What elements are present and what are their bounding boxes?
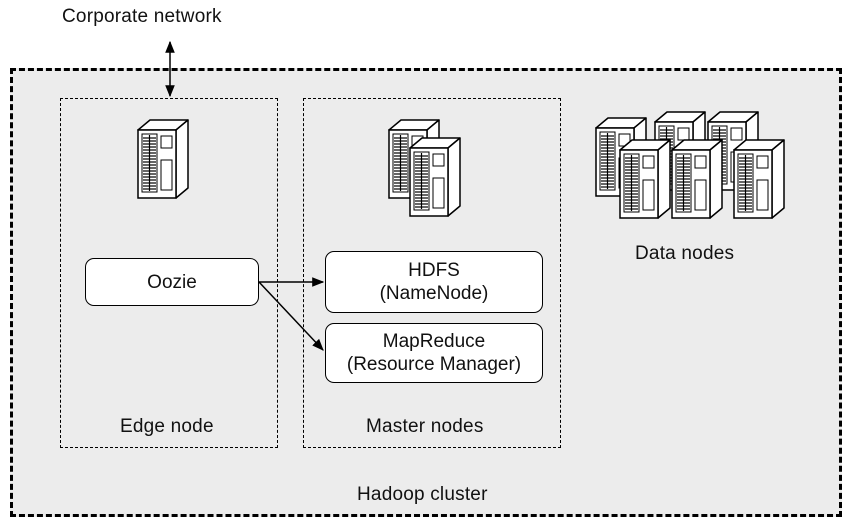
master-nodes-label: Master nodes [366, 416, 484, 437]
namenode-label: (NameNode) [379, 283, 489, 304]
data-node-server-icon [733, 139, 785, 219]
oozie-to-mapreduce-arrow [258, 281, 324, 351]
edge-node-label: Edge node [120, 416, 214, 437]
data-nodes-label: Data nodes [635, 243, 735, 264]
hdfs-label: HDFS [408, 260, 460, 281]
data-node-server-icon [671, 139, 723, 219]
resource-manager-label: (Resource Manager) [346, 354, 522, 375]
corporate-network-label: Corporate network [62, 6, 222, 27]
mapreduce-label: MapReduce [382, 331, 486, 352]
hdfs-namenode-box: HDFS (NameNode) [325, 251, 543, 313]
oozie-label: Oozie [147, 271, 197, 293]
oozie-box: Oozie [85, 258, 259, 306]
mapreduce-resource-manager-box: MapReduce (Resource Manager) [325, 323, 543, 383]
master-server-icon [409, 137, 461, 217]
hadoop-cluster-label: Hadoop cluster [357, 484, 488, 505]
data-node-server-icon [619, 139, 671, 219]
edge-server-icon [137, 119, 189, 199]
